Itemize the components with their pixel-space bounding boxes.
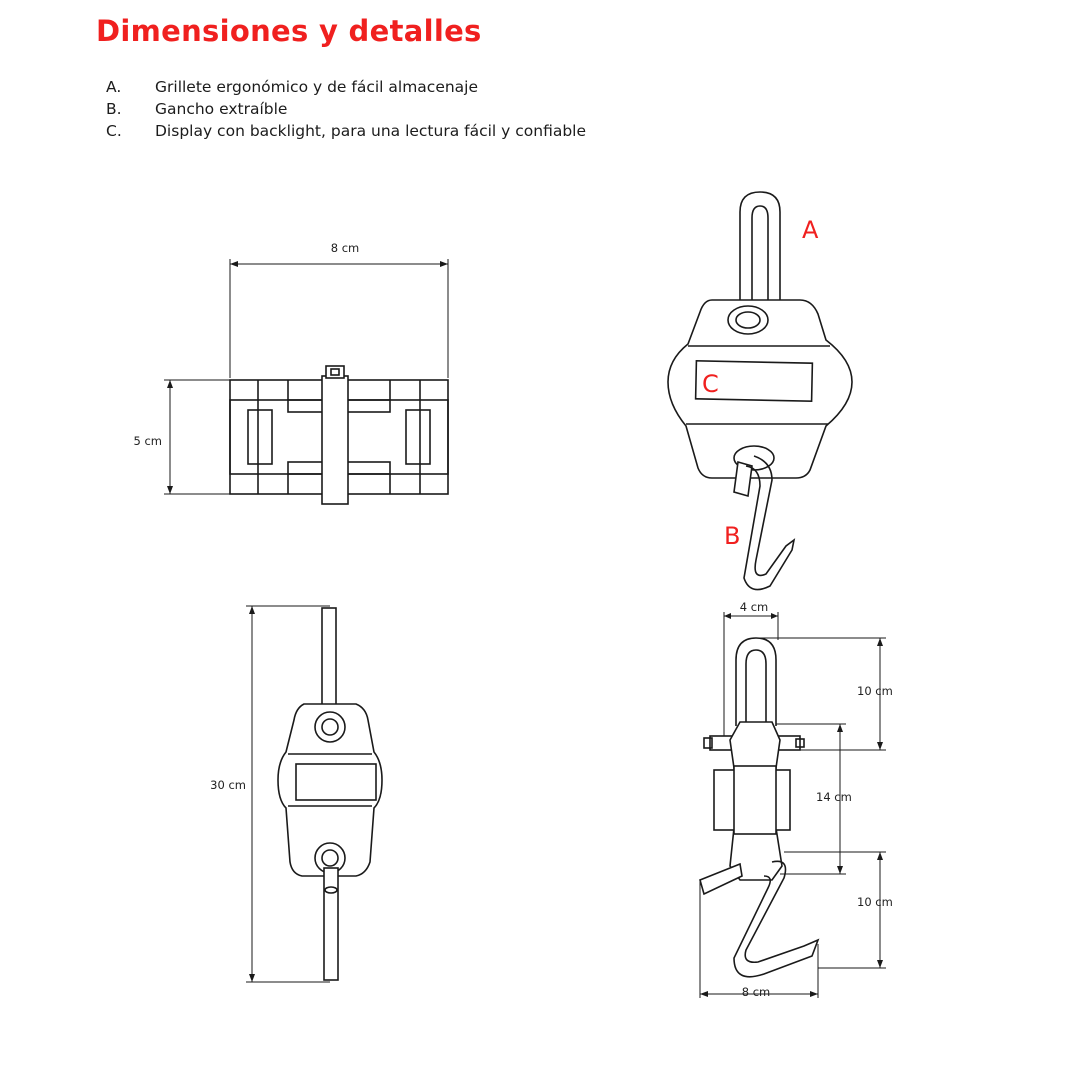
dim-side-hook-width-label: 8 cm <box>742 985 771 999</box>
legend-item: A. Grillete ergonómico y de fácil almace… <box>106 76 586 98</box>
callout-c: C <box>702 370 719 398</box>
side-view-drawing: 4 cm 10 cm 14 cm 10 c <box>699 600 893 999</box>
legend-text: Display con backlight, para una lectura … <box>155 122 587 140</box>
legend-item: C. Display con backlight, para una lectu… <box>106 120 586 142</box>
legend-letter: A. <box>106 78 122 96</box>
legend-letter: B. <box>106 100 122 118</box>
dim-side-hook-height-label: 10 cm <box>857 895 893 909</box>
legend-letter: C. <box>106 122 122 140</box>
legend-item: B. Gancho extraíble <box>106 98 586 120</box>
dim-side-body-height-label: 14 cm <box>816 790 852 804</box>
front-view-drawing: 30 cm <box>210 605 383 983</box>
top-view-drawing: 8 cm 5 cm <box>134 241 449 505</box>
feature-legend: A. Grillete ergonómico y de fácil almace… <box>106 76 586 142</box>
callout-a: A <box>802 216 819 244</box>
callout-b: B <box>724 522 740 550</box>
legend-text: Gancho extraíble <box>155 100 288 118</box>
dim-front-height-label: 30 cm <box>210 778 246 792</box>
dim-side-shackle-width-label: 4 cm <box>740 600 769 614</box>
dim-side-shackle-height-label: 10 cm <box>857 684 893 698</box>
perspective-view-drawing <box>667 191 853 591</box>
legend-text: Grillete ergonómico y de fácil almacenaj… <box>155 78 479 96</box>
dim-top-height-label: 5 cm <box>134 434 163 448</box>
dim-top-width-label: 8 cm <box>331 241 360 255</box>
page-title: Dimensiones y detalles <box>96 14 482 48</box>
